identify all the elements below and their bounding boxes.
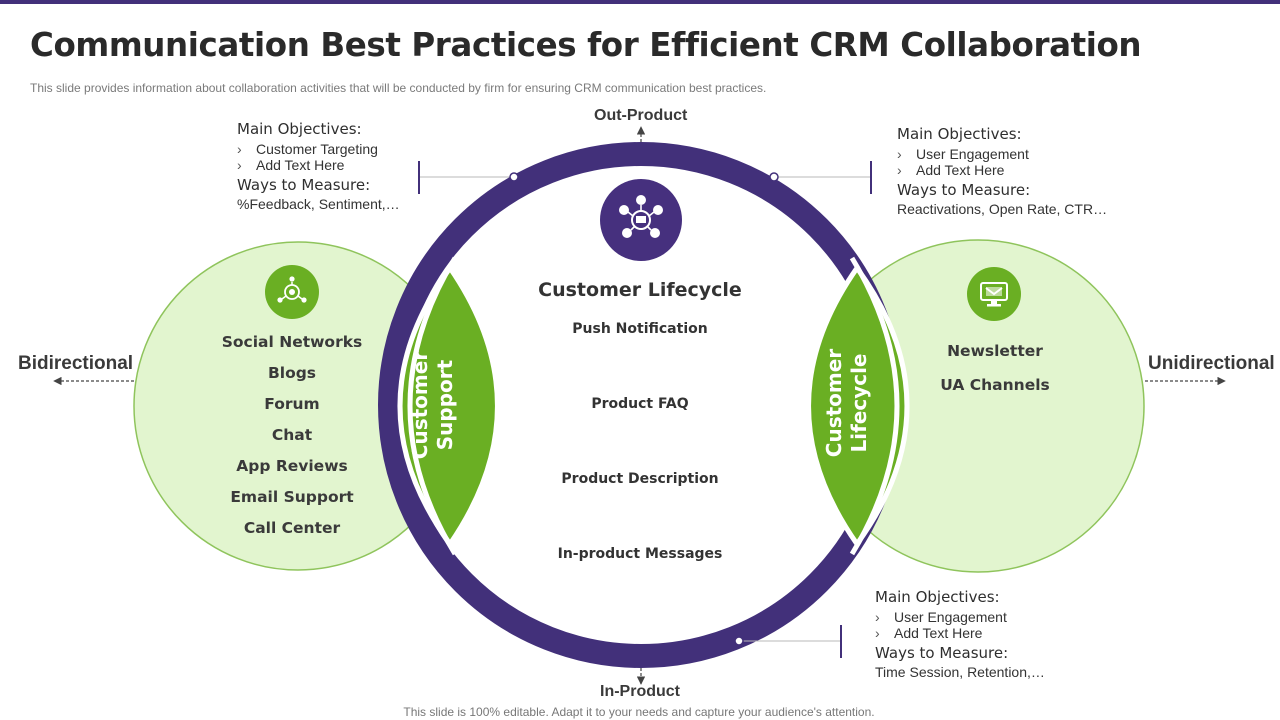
main-objectives-heading: Main Objectives: xyxy=(237,120,362,138)
list-item: Newsletter xyxy=(947,342,1043,360)
objective-item: ›Add Text Here xyxy=(897,162,1005,178)
list-item: Push Notification xyxy=(572,321,708,337)
ways-to-measure-heading: Ways to Measure: xyxy=(875,644,1009,662)
chevron-right-icon: › xyxy=(875,625,880,641)
top-accent-bar xyxy=(0,0,1280,4)
objective-item: ›Add Text Here xyxy=(875,625,983,641)
objective-item: ›User Engagement xyxy=(897,146,1029,162)
ways-to-measure-heading: Ways to Measure: xyxy=(237,176,371,194)
list-item: Forum xyxy=(264,395,320,413)
center-list: Push Notification Product FAQ Product De… xyxy=(520,319,760,619)
page-title: Communication Best Practices for Efficie… xyxy=(30,26,1142,64)
ring-gap-right xyxy=(849,256,900,556)
bidirectional-label: Bidirectional xyxy=(18,353,134,374)
chevron-right-icon: › xyxy=(897,162,902,178)
out-product-label: Out-Product xyxy=(594,107,688,124)
chevron-right-icon: › xyxy=(897,146,902,162)
list-item: UA Channels xyxy=(940,376,1050,394)
list-item: Product FAQ xyxy=(591,396,689,412)
list-item: Social Networks xyxy=(221,333,363,351)
measure-text: Reactivations, Open Rate, CTR… xyxy=(897,201,1108,217)
measure-text: %Feedback, Sentiment,… xyxy=(237,196,400,212)
ways-to-measure-heading: Ways to Measure: xyxy=(897,181,1031,199)
in-product-label: In-Product xyxy=(600,683,680,700)
list-item: Chat xyxy=(271,426,313,444)
unidirectional-label: Unidirectional xyxy=(1148,353,1275,374)
list-item: Email Support xyxy=(230,488,354,506)
objective-item: ›Customer Targeting xyxy=(237,141,378,157)
objective-item: ›User Engagement xyxy=(875,609,1007,625)
left-channel-list: Social Networks Blogs Forum Chat App Rev… xyxy=(212,332,372,549)
measure-text: Time Session, Retention,… xyxy=(875,664,1045,680)
chevron-right-icon: › xyxy=(237,141,242,157)
center-title: Customer Lifecycle xyxy=(538,279,742,301)
main-objectives-heading: Main Objectives: xyxy=(897,125,1022,143)
ring-gap-left xyxy=(407,256,458,556)
objectives-top-left: Main Objectives: ›Customer Targeting ›Ad… xyxy=(237,119,400,213)
page-subtitle: This slide provides information about co… xyxy=(30,81,767,95)
chevron-right-icon: › xyxy=(237,157,242,173)
main-objectives-heading: Main Objectives: xyxy=(875,588,1000,606)
objectives-bottom-right: Main Objectives: ›User Engagement ›Add T… xyxy=(875,587,1045,681)
list-item: App Reviews xyxy=(236,457,348,475)
list-item: Call Center xyxy=(243,519,341,537)
footer-note: This slide is 100% editable. Adapt it to… xyxy=(403,705,875,719)
connector-top-left xyxy=(418,161,519,194)
objective-item: ›Add Text Here xyxy=(237,157,345,173)
list-item: In-product Messages xyxy=(557,546,723,562)
customer-lifecycle-hub-icon xyxy=(600,179,682,261)
list-item: Product Description xyxy=(561,471,719,487)
connector-top-right xyxy=(769,161,872,194)
connector-bottom-right xyxy=(734,625,842,658)
target-network-icon xyxy=(265,265,319,319)
right-channel-list: Newsletter UA Channels xyxy=(920,341,1070,409)
newsletter-monitor-icon xyxy=(967,267,1021,321)
objectives-top-right: Main Objectives: ›User Engagement ›Add T… xyxy=(897,124,1107,218)
chevron-right-icon: › xyxy=(875,609,880,625)
list-item: Blogs xyxy=(267,364,317,382)
